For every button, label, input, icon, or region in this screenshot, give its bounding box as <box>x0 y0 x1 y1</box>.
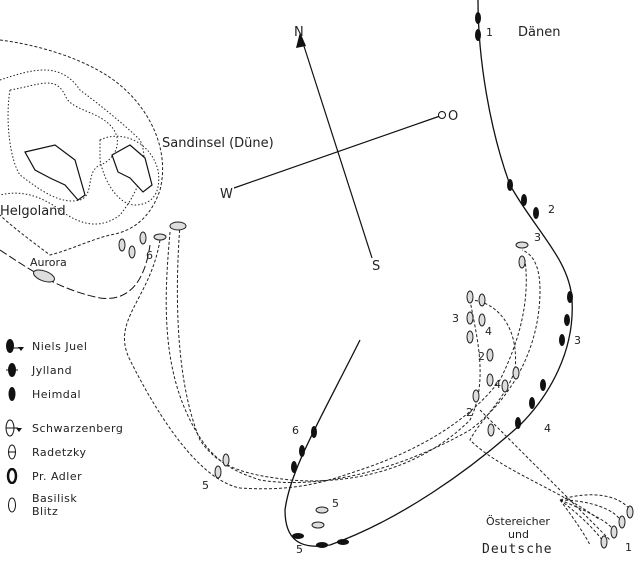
legend-label: Pr. Adler <box>32 469 83 483</box>
helgoland-outer-shoal <box>0 39 164 256</box>
allied-position-5a: 5 <box>202 479 209 492</box>
legend-label: Niels Juel <box>32 339 88 353</box>
danish-position-2: 2 <box>548 203 555 216</box>
ship-legend: Niels Juel Jylland Heimdal Schwarzenberg… <box>4 334 123 522</box>
allied-position-2a: 2 <box>478 350 485 363</box>
legend-jylland: Jylland <box>4 358 123 382</box>
allies-label-3: Deutsche <box>482 542 553 557</box>
legend-pr-adler: Pr. Adler <box>4 464 123 488</box>
danish-position-3: 3 <box>574 334 581 347</box>
allied-position-6: 6 <box>146 249 153 262</box>
allied-position-2b: 2 <box>466 406 473 419</box>
legend-schwarzenberg: Schwarzenberg <box>4 416 123 440</box>
legend-heimdal: Heimdal <box>4 382 123 406</box>
allied-track-5 <box>479 409 611 541</box>
allied-position-4a: 4 <box>485 325 492 338</box>
compass-west: W <box>220 187 233 202</box>
legend-label: Heimdal <box>32 387 82 401</box>
allies-label-1: Östereicher <box>486 515 550 528</box>
radetzky-ship-icon <box>4 444 26 460</box>
legend-label-blitz: Blitz <box>32 505 59 518</box>
allied-ships <box>33 221 634 549</box>
danish-position-5: 5 <box>296 543 303 556</box>
jylland-ship-icon <box>4 362 26 378</box>
allied-position-4b: 4 <box>494 378 501 391</box>
niels-juel-ship-icon <box>4 338 26 354</box>
legend-radetzky: Radetzky <box>4 440 123 464</box>
heimdal-ship-icon <box>4 386 26 402</box>
schwarzenberg-ship-icon <box>4 419 26 437</box>
danes-label: Dänen <box>518 25 560 40</box>
allied-position-1: 1 <box>625 541 632 554</box>
allied-position-3b: 3 <box>534 231 541 244</box>
basilisk-blitz-ship-icon <box>4 497 26 513</box>
sandinsel-dune-island <box>111 144 153 193</box>
helgoland-island <box>24 144 86 201</box>
legend-label: Schwarzenberg <box>32 421 124 435</box>
legend-niels-juel: Niels Juel <box>4 334 123 358</box>
helgoland-shoal-inner <box>7 82 118 202</box>
allied-track-3 <box>176 224 481 482</box>
allied-track-4 <box>469 299 601 521</box>
legend-label: Jylland <box>32 363 73 377</box>
danish-squadron-track <box>284 0 573 547</box>
helgoland-label: Helgoland <box>0 204 66 219</box>
dune-outline <box>99 135 160 206</box>
aurora-track <box>0 244 151 299</box>
allied-track-1 <box>124 239 527 490</box>
allied-track-2 <box>165 231 541 483</box>
danish-ships <box>291 12 573 548</box>
danish-position-6: 6 <box>292 424 299 437</box>
allies-label-2: und <box>508 528 529 541</box>
legend-label: Radetzky <box>32 445 87 459</box>
compass-south: S <box>372 259 380 274</box>
sandinsel-label: Sandinsel (Düne) <box>162 136 274 151</box>
allied-position-3a: 3 <box>452 312 459 325</box>
compass-rose <box>233 32 446 259</box>
allied-fan-tracks <box>559 494 631 546</box>
aurora-label: Aurora <box>30 256 67 269</box>
danish-position-4: 4 <box>544 422 551 435</box>
allied-position-5b: 5 <box>332 497 339 510</box>
helgoland-dune-shoal <box>0 69 145 225</box>
pr-adler-ship-icon <box>4 468 26 484</box>
compass-north: N <box>294 25 304 40</box>
danish-position-1: 1 <box>486 26 493 39</box>
compass-east: O <box>448 109 458 124</box>
legend-label-basilisk: Basilisk <box>32 492 78 505</box>
